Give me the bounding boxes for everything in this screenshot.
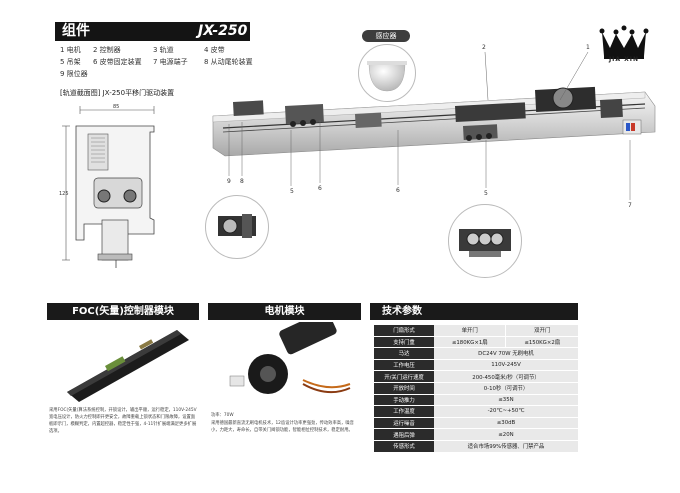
callout-7: 7 bbox=[628, 202, 632, 209]
spec-value: ≤150KG×2扇 bbox=[505, 336, 578, 349]
part-item: 3 轨道 bbox=[153, 46, 174, 54]
spec-value: 200-450毫米/秒（可调节） bbox=[434, 370, 578, 383]
hanger-image bbox=[459, 229, 511, 257]
spec-label: 工作电压 bbox=[374, 359, 434, 372]
parts-row: 5 吊架 6 皮带固定装置 7 电源端子 8 从动尾轮装置 bbox=[60, 58, 260, 70]
spec-row: 支持门重≤180KG×1扇≤150KG×2扇 bbox=[374, 336, 578, 349]
spec-value: 0-10秒（可调节） bbox=[434, 382, 578, 395]
parts-row: 1 电机 2 控制器 3 轨道 4 皮带 bbox=[60, 46, 260, 58]
spec-value: ≤180KG×1扇 bbox=[434, 336, 506, 349]
sensor-image bbox=[367, 61, 407, 92]
spec-label: 运行噪音 bbox=[374, 417, 434, 430]
header-title-left: 组件 bbox=[62, 23, 90, 39]
hanger-zoom-circle bbox=[448, 204, 522, 278]
spec-value: 110V-245V bbox=[434, 359, 578, 372]
parts-list: 1 电机 2 控制器 3 轨道 4 皮带 5 吊架 6 皮带固定装置 7 电源端… bbox=[60, 46, 260, 82]
door-operator-assembly bbox=[212, 86, 656, 157]
spec-value: 双开门 bbox=[505, 325, 578, 337]
spec-row: 手动推力≤35N bbox=[374, 394, 578, 407]
part-item: 5 吊架 bbox=[60, 58, 81, 66]
motor-description: 采用德国最新直流无刷电机技术，12齿设计功率更强劲，传动效率高，噪音小，力距大，… bbox=[211, 421, 354, 433]
cross-section-drawing: 85 125 bbox=[59, 104, 155, 268]
spec-label: 支持门重 bbox=[374, 336, 434, 349]
callout-9: 9 bbox=[227, 178, 231, 185]
header-bar bbox=[55, 22, 250, 41]
dim-width-label: 85 bbox=[113, 104, 119, 110]
part-item: 9 限位器 bbox=[60, 70, 88, 78]
callout-8: 8 bbox=[240, 178, 244, 185]
brand-crown-logo bbox=[599, 25, 649, 59]
header-title-right: JX-250 bbox=[198, 23, 248, 39]
part-item: 4 皮带 bbox=[204, 46, 225, 54]
tail-wheel-image bbox=[218, 214, 256, 238]
part-item: 7 电源端子 bbox=[153, 58, 188, 66]
spec-value: ≤35N bbox=[434, 394, 578, 407]
spec-label: 开放时间 bbox=[374, 382, 434, 395]
spec-row: 工作温度-20℃~+50℃ bbox=[374, 405, 578, 418]
part-item: 6 皮带固定装置 bbox=[93, 58, 142, 66]
spec-value: ≤20N bbox=[434, 428, 578, 441]
spec-label: 遇阻后弹 bbox=[374, 428, 434, 441]
dim-height-label: 125 bbox=[59, 191, 69, 197]
spec-value: ≤30dB bbox=[434, 417, 578, 430]
callout-5a: 5 bbox=[290, 188, 294, 195]
foc-controller-image bbox=[67, 330, 189, 402]
motor-image bbox=[229, 322, 351, 394]
spec-value: 适合市场99%传感器、门禁产品 bbox=[434, 440, 578, 453]
callout-6b: 6 bbox=[396, 187, 400, 194]
callout-2: 2 bbox=[482, 44, 486, 51]
motor-power: 功率：70W bbox=[211, 413, 234, 418]
foc-title-bar: FOC(矢量)控制器模块 bbox=[47, 303, 199, 320]
brand-text: JIA XIN bbox=[608, 56, 640, 63]
spec-value: DC24V 70W 无刷电机 bbox=[434, 347, 578, 360]
spec-label: 门扇形式 bbox=[374, 325, 434, 337]
motor-title-bar: 电机模块 bbox=[208, 303, 361, 320]
spec-label: 马达 bbox=[374, 347, 434, 360]
spec-title-bar: 技术参数 bbox=[370, 303, 578, 320]
spec-label: 开/关门运行速度 bbox=[374, 370, 434, 383]
callout-5b: 5 bbox=[484, 190, 488, 197]
part-item: 2 控制器 bbox=[93, 46, 121, 54]
tail-wheel-zoom-circle bbox=[205, 195, 269, 259]
sensor-label: 感应器 bbox=[362, 30, 410, 42]
part-item: 8 从动尾轮装置 bbox=[204, 58, 253, 66]
parts-row: 9 限位器 bbox=[60, 70, 260, 82]
spec-row: 遇阻后弹≤20N bbox=[374, 428, 578, 441]
spec-label: 传感形式 bbox=[374, 440, 434, 453]
foc-description: 采用FOC(矢量)算法系统控制，开锁设计，输出平顺，运行稳定，110V-245V… bbox=[49, 408, 197, 434]
spec-label: 工作温度 bbox=[374, 405, 434, 418]
spec-row: 传感形式适合市场99%传感器、门禁产品 bbox=[374, 440, 578, 453]
cross-section-title: [轨道截面图] JX-250平移门驱动装置 bbox=[60, 89, 175, 97]
spec-row: 运行噪音≤30dB bbox=[374, 417, 578, 430]
spec-value: -20℃~+50℃ bbox=[434, 405, 578, 418]
callout-6a: 6 bbox=[318, 185, 322, 192]
part-item: 1 电机 bbox=[60, 46, 81, 54]
callout-1: 1 bbox=[586, 44, 590, 51]
spec-row: 门扇形式单开门双开门 bbox=[374, 325, 578, 337]
sensor-zoom-circle bbox=[358, 44, 416, 102]
spec-value: 单开门 bbox=[434, 325, 506, 337]
spec-label: 手动推力 bbox=[374, 394, 434, 407]
